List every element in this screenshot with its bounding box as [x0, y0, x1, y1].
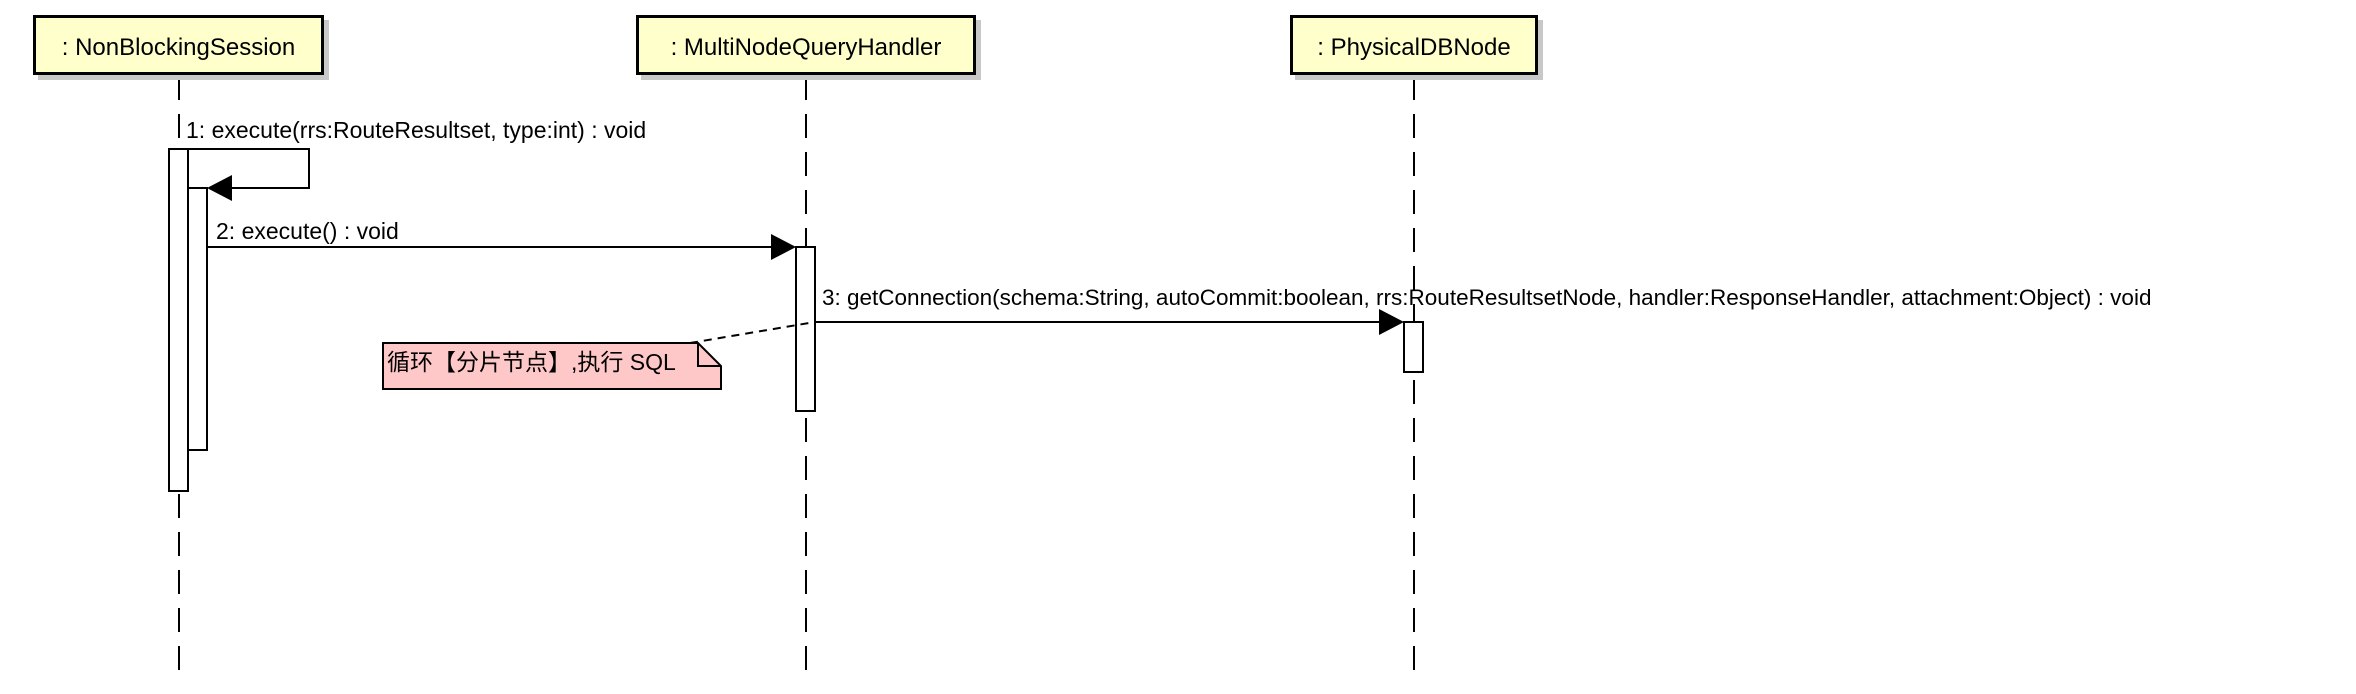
- message-1-label: 1: execute(rrs:RouteResultset, type:int)…: [186, 117, 647, 143]
- message-2-label: 2: execute() : void: [216, 218, 399, 244]
- note-fold: [697, 343, 721, 367]
- note-connector: [689, 321, 816, 344]
- participant-multinodequeryhandler: : MultiNodeQueryHandler: [636, 15, 976, 75]
- message-3-arrowhead: [1379, 309, 1404, 335]
- message-1-arrowhead: [207, 175, 232, 201]
- activation-session-outer: [168, 148, 189, 492]
- participant-nonblockingsession: : NonBlockingSession: [33, 15, 324, 75]
- participant-physicaldbnode: : PhysicalDBNode: [1290, 15, 1538, 75]
- message-3-label: 3: getConnection(schema:String, autoComm…: [822, 285, 2152, 310]
- message-1-line: [188, 148, 310, 189]
- note-text: 循环【分片节点】,执行 SQL: [387, 349, 676, 375]
- activation-handler: [795, 246, 816, 412]
- activation-session-inner: [187, 187, 208, 451]
- note-box: [382, 342, 722, 390]
- activation-dbnode: [1403, 321, 1424, 373]
- message-2-arrowhead: [771, 234, 796, 260]
